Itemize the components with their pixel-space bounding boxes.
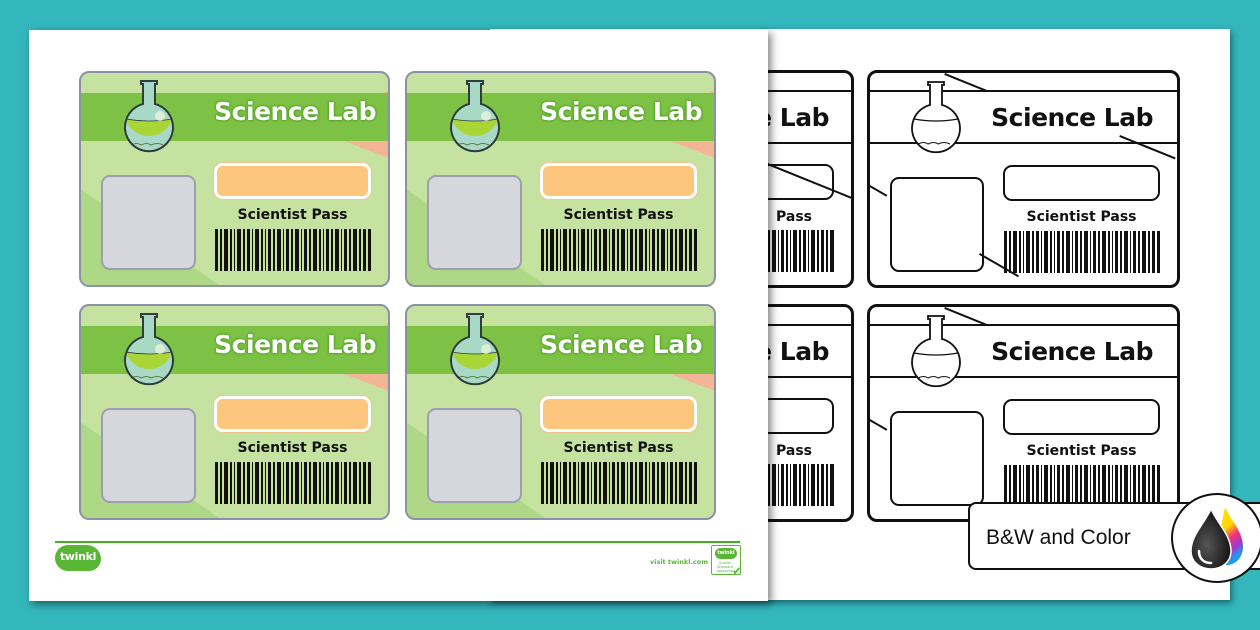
flask-outline-icon: [911, 315, 961, 388]
bw-diagonal: [870, 419, 888, 431]
badge-label: B&W and Color: [986, 526, 1131, 549]
photo-box: [427, 408, 522, 503]
visit-link[interactable]: visit twinkl.com: [650, 558, 709, 566]
pass-label: Scientist Pass: [237, 207, 348, 223]
barcode-icon: [215, 229, 371, 271]
card-title: Science Lab: [540, 97, 702, 126]
photo-box: [101, 175, 196, 270]
name-field: [540, 396, 697, 432]
card-title: Science Lab: [214, 330, 376, 359]
flask-icon: [124, 80, 174, 153]
bw-pass-label: Pass: [776, 443, 812, 459]
flask-icon: [450, 80, 500, 153]
pass-label: Scientist Pass: [237, 440, 348, 456]
bw-card-title: Science Lab: [991, 337, 1153, 366]
pass-label: Scientist Pass: [563, 207, 674, 223]
barcode-icon: [1004, 231, 1160, 273]
bw-name-field: [1003, 165, 1160, 201]
ink-drops-icon: [1171, 493, 1260, 583]
name-field: [214, 396, 371, 432]
flask-icon: [450, 313, 500, 386]
bw-pass-label: Scientist Pass: [1026, 443, 1137, 459]
quality-logo: twinkl: [715, 548, 737, 559]
barcode-icon: [1004, 465, 1160, 507]
barcode-icon: [541, 462, 697, 504]
id-card: Science Lab Scientist Pass: [405, 71, 716, 287]
bw-card-1: Science Lab Scientist Pass: [867, 70, 1180, 288]
photo-box: [101, 408, 196, 503]
bw-card-2: Science Lab Scientist Pass: [867, 304, 1180, 522]
flask-icon: [124, 313, 174, 386]
bw-diagonal: [870, 185, 888, 197]
id-card: Science Lab Scientist Pass: [79, 304, 390, 520]
quality-text: Quality Standard Approved: [716, 561, 734, 573]
card-title: Science Lab: [214, 97, 376, 126]
bw-pass-label: Scientist Pass: [1026, 209, 1137, 225]
twinkl-logo: twinkl: [55, 545, 101, 571]
photo-box: [427, 175, 522, 270]
bw-name-field: [1003, 399, 1160, 435]
quality-standard-badge: twinkl Quality Standard Approved ✔: [711, 545, 742, 578]
id-card: Science Lab Scientist Pass: [79, 71, 390, 287]
color-page-preview: Science Lab Scientist Pass Science Lab S…: [29, 30, 768, 601]
bw-photo-box: [890, 177, 984, 272]
id-card: Science Lab Scientist Pass: [405, 304, 716, 520]
bw-card-title: Science Lab: [991, 103, 1153, 132]
barcode-icon: [763, 230, 834, 272]
checkmark-icon: ✔: [731, 564, 742, 578]
name-field: [214, 163, 371, 199]
flask-outline-icon: [911, 81, 961, 154]
card-title: Science Lab: [540, 330, 702, 359]
bw-pass-label: Pass: [776, 209, 812, 225]
barcode-icon: [763, 464, 834, 506]
barcode-icon: [215, 462, 371, 504]
barcode-icon: [541, 229, 697, 271]
pass-label: Scientist Pass: [563, 440, 674, 456]
name-field: [540, 163, 697, 199]
bw-photo-box: [890, 411, 984, 506]
footer-divider: [55, 541, 740, 543]
